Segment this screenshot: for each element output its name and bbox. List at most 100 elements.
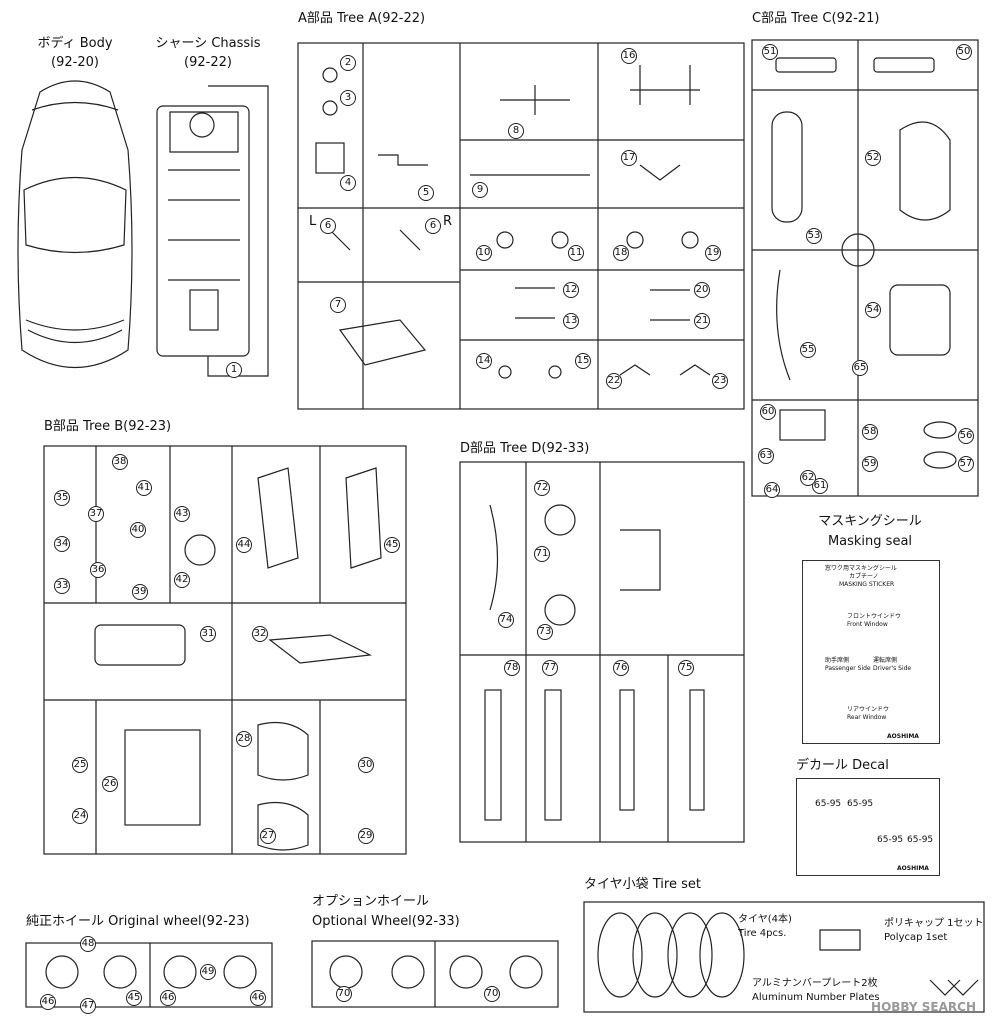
tree-a-part-19: 19 <box>705 245 721 261</box>
tree-c-part-51: 51 <box>762 44 778 60</box>
tree-b-part-40: 40 <box>130 522 146 538</box>
body-code: (92-20) <box>51 55 99 70</box>
tree-b-part-26: 26 <box>102 776 118 792</box>
tree-a-part-8: 8 <box>508 123 524 139</box>
tree-a-part-15: 15 <box>575 353 591 369</box>
driver-en: Driver's Side <box>873 665 912 672</box>
front-window-en: Front Window <box>847 621 888 628</box>
plate-label-jp: アルミナンバープレート2枚 <box>752 978 878 989</box>
original-wheel-part-48: 48 <box>80 936 96 952</box>
tree-d-part-72: 72 <box>534 480 550 496</box>
original-wheel-part-46: 46 <box>250 990 266 1006</box>
tree-a-part-18: 18 <box>613 245 629 261</box>
optional-wheel-part-70: 70 <box>336 986 352 1002</box>
tree-a-part-9: 9 <box>472 182 488 198</box>
tree-d-part-71: 71 <box>534 546 550 562</box>
tree-c-part-61: 61 <box>812 478 828 494</box>
tree-c-part-54: 54 <box>865 302 881 318</box>
body-drawing <box>17 80 133 368</box>
chassis-title: シャーシ Chassis <box>155 36 261 51</box>
tree-a-part-21: 21 <box>694 313 710 329</box>
decal-plate-2: 65-95 <box>847 799 874 809</box>
tree-a-part-14: 14 <box>476 353 492 369</box>
tree-a-part-3: 3 <box>340 90 356 106</box>
optional-wheel-title-jp: オプションホイール <box>312 894 430 909</box>
tree-a-sprue <box>297 42 745 410</box>
optional-wheel-title-en: Optional Wheel(92-33) <box>312 914 460 929</box>
tree-c-part-63: 63 <box>758 448 774 464</box>
rear-window-en: Rear Window <box>847 714 887 721</box>
original-wheel-part-47: 47 <box>80 998 96 1014</box>
tree-b-title: B部品 Tree B(92-23) <box>44 419 172 434</box>
original-wheel-title: 純正ホイール Original wheel(92-23) <box>26 914 250 929</box>
chassis-code: (92-22) <box>184 55 232 70</box>
tree-c-part-56: 56 <box>958 428 974 444</box>
tree-b-part-34: 34 <box>54 536 70 552</box>
decal-plate-1: 65-95 <box>815 799 842 809</box>
tree-b-part-29: 29 <box>358 828 374 844</box>
original-wheel-part-46: 46 <box>40 994 56 1010</box>
tree-b-part-27: 27 <box>260 828 276 844</box>
decal-plate-3: 65-95 <box>877 835 904 845</box>
optional-wheel-part-70: 70 <box>484 986 500 1002</box>
tire-label-jp: タイヤ(4本) <box>738 914 792 925</box>
tree-c-part-57: 57 <box>958 456 974 472</box>
tree-b-part-31: 31 <box>200 626 216 642</box>
masking-title-jp: マスキングシール <box>818 514 922 529</box>
tree-a-part-2: 2 <box>340 55 356 71</box>
tree-a-part-6: 6 <box>425 218 441 234</box>
tree-a-side-r: R <box>443 214 453 229</box>
decal-sheet: 65-95 65-95 65-95 65-95 AOSHIMA <box>796 778 940 876</box>
tree-c-part-52: 52 <box>865 150 881 166</box>
tree-b-part-28: 28 <box>236 731 252 747</box>
original-wheel-part-45: 45 <box>126 990 142 1006</box>
masking-card-title: 窓ワク用マスキングシール <box>825 565 897 572</box>
masking-title-en: Masking seal <box>827 534 913 549</box>
tree-a-part-5: 5 <box>418 185 434 201</box>
tree-b-part-44: 44 <box>236 537 252 553</box>
tree-b-part-36: 36 <box>90 562 106 578</box>
tree-a-part-22: 22 <box>606 373 622 389</box>
tree-b-part-24: 24 <box>72 808 88 824</box>
tree-b-part-37: 37 <box>88 506 104 522</box>
tire-set-box <box>583 901 985 1013</box>
tree-b-part-43: 43 <box>174 506 190 522</box>
tree-d-part-77: 77 <box>542 660 558 676</box>
masking-card-en: MASKING STICKER <box>839 581 895 588</box>
watermark: HOBBY SEARCH <box>871 1000 976 1014</box>
tree-c-part-60: 60 <box>760 404 776 420</box>
tree-b-part-42: 42 <box>174 572 190 588</box>
tree-a-part-4: 4 <box>340 175 356 191</box>
tree-d-part-76: 76 <box>613 660 629 676</box>
tree-a-part-6: 6 <box>320 218 336 234</box>
tree-c-part-58: 58 <box>862 424 878 440</box>
tree-c-part-55: 55 <box>800 342 816 358</box>
tree-a-part-10: 10 <box>476 245 492 261</box>
chassis-drawing <box>156 85 269 377</box>
tree-b-part-32: 32 <box>252 626 268 642</box>
tree-a-part-17: 17 <box>621 150 637 166</box>
tree-d-title: D部品 Tree D(92-33) <box>460 441 590 456</box>
passenger-jp: 助手席側 <box>825 657 850 664</box>
tree-a-part-23: 23 <box>712 373 728 389</box>
tree-d-sprue <box>459 461 745 843</box>
driver-jp: 運転席側 <box>873 657 898 664</box>
tree-b-part-45: 45 <box>384 537 400 553</box>
tree-b-sprue <box>43 445 407 855</box>
tree-a-title: A部品 Tree A(92-22) <box>298 11 426 26</box>
plate-label-en: Aluminum Number Plates <box>752 992 880 1003</box>
tree-b-part-39: 39 <box>132 584 148 600</box>
tree-d-part-74: 74 <box>498 612 514 628</box>
tree-c-part-50: 50 <box>956 44 972 60</box>
tree-a-part-11: 11 <box>568 245 584 261</box>
decal-plate-4: 65-95 <box>907 835 934 845</box>
tree-c-part-64: 64 <box>764 482 780 498</box>
decal-brand: AOSHIMA <box>897 865 929 872</box>
tree-c-title: C部品 Tree C(92-21) <box>752 11 880 26</box>
original-wheel-part-49: 49 <box>200 964 216 980</box>
tree-b-part-41: 41 <box>136 480 152 496</box>
tree-c-part-53: 53 <box>806 228 822 244</box>
tree-c-part-65: 65 <box>852 360 868 376</box>
optional-wheel-sprue <box>311 940 559 1008</box>
